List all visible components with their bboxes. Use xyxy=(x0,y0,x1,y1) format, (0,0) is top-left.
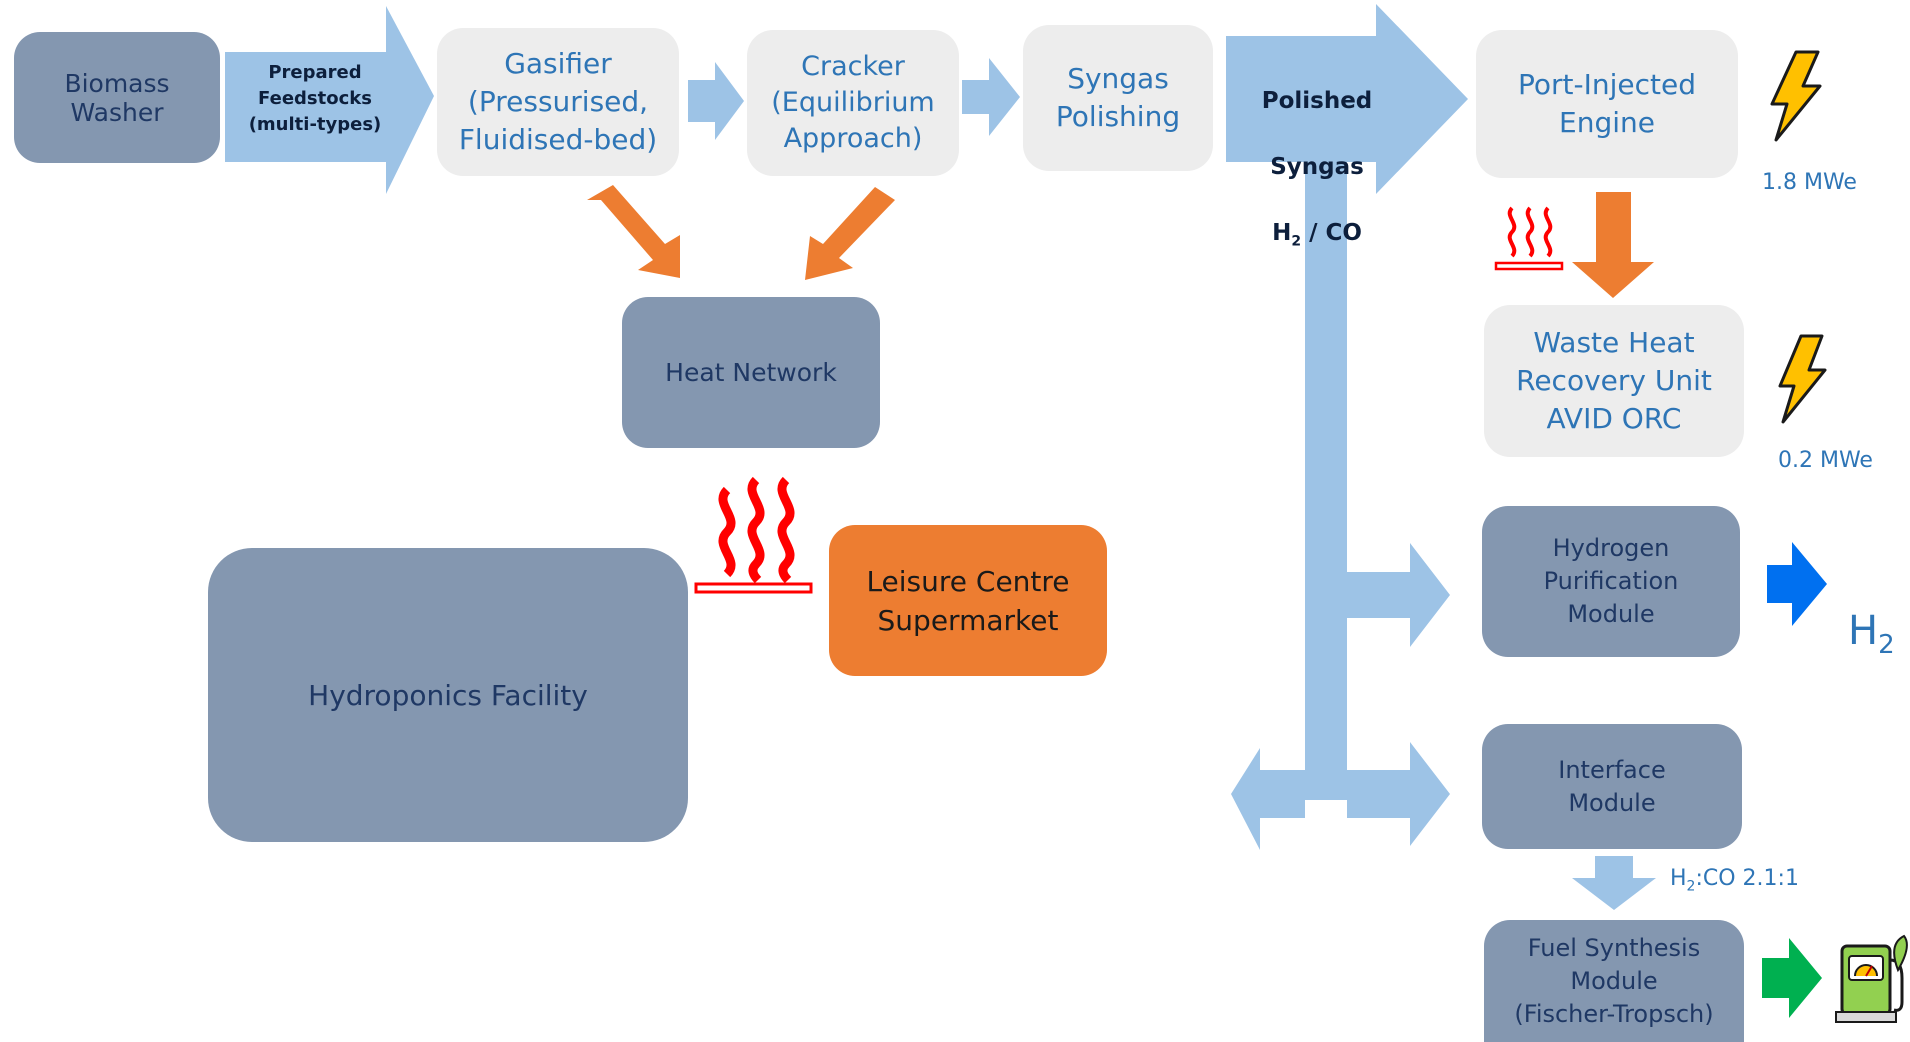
flow-arrow-cracker-polishing xyxy=(962,58,1020,136)
polished-syngas-formula: H2 / CO xyxy=(1272,220,1362,250)
fuel-pump-icon xyxy=(1835,934,1908,1023)
hydrogen-output-arrow xyxy=(1767,542,1827,626)
leisure-centre-label: Leisure Centre Supermarket xyxy=(866,564,1070,637)
prepared-feedstocks-arrow xyxy=(225,6,434,194)
syngas-polishing-box: Syngas Polishing xyxy=(1023,25,1213,171)
polished-syngas-arrow xyxy=(1226,4,1468,194)
interface-module-label: Interface Module xyxy=(1558,755,1666,817)
cracker-box: Cracker (Equilibrium Approach) xyxy=(747,30,959,176)
fuel-output-arrow xyxy=(1762,938,1822,1018)
waste-heat-recovery-box: Waste Heat Recovery Unit AVID ORC xyxy=(1484,305,1744,457)
branch-arrow-left xyxy=(1231,748,1305,850)
polished-syngas-label: Polished Syngas H2 / CO xyxy=(1232,52,1402,292)
interface-module-box: Interface Module xyxy=(1482,724,1742,849)
gasifier-label: Gasifier (Pressurised, Fluidised-bed) xyxy=(458,47,658,156)
heat-arrow-gasifier xyxy=(587,185,680,278)
flow-arrow-interface-fuel xyxy=(1572,856,1656,910)
engine-power-value: 1.8 MWe xyxy=(1762,170,1857,195)
cracker-label: Cracker (Equilibrium Approach) xyxy=(771,51,935,154)
hydroponics-label: Hydroponics Facility xyxy=(308,678,588,712)
syngas-trunk xyxy=(1305,160,1347,800)
h2-co-ratio-label: H2:CO 2.1:1 xyxy=(1670,866,1799,895)
heat-network-box: Heat Network xyxy=(622,297,880,448)
branch-arrow-hydrogen xyxy=(1347,543,1450,647)
lightning-bolt-icon xyxy=(1770,50,1822,142)
heat-arrow-cracker xyxy=(805,187,895,280)
heat-network-label: Heat Network xyxy=(665,358,837,387)
hydrogen-purification-label: Hydrogen Purification Module xyxy=(1543,534,1679,628)
gasifier-box: Gasifier (Pressurised, Fluidised-bed) xyxy=(437,28,679,176)
fuel-synthesis-box: Fuel Synthesis Module (Fischer-Tropsch) xyxy=(1484,920,1744,1042)
waste-heat-recovery-label: Waste Heat Recovery Unit AVID ORC xyxy=(1516,326,1712,435)
hydrogen-output-label: H2 xyxy=(1848,608,1895,660)
polished-syngas-line2: Syngas xyxy=(1270,154,1364,180)
hydroponics-box: Hydroponics Facility xyxy=(208,548,688,842)
syngas-polishing-label: Syngas Polishing xyxy=(1055,62,1181,133)
flow-arrow-gasifier-cracker xyxy=(688,62,744,140)
biomass-washer-label: Biomass Washer xyxy=(64,68,170,127)
hydrogen-purification-box: Hydrogen Purification Module xyxy=(1482,506,1740,657)
prepared-feedstocks-label: Prepared Feedstocks (multi-types) xyxy=(248,62,382,135)
engine-label: Port-Injected Engine xyxy=(1518,68,1696,139)
fuel-synthesis-label: Fuel Synthesis Module (Fischer-Tropsch) xyxy=(1514,933,1714,1028)
heat-arrow-engine xyxy=(1572,192,1654,298)
leisure-centre-box: Leisure Centre Supermarket xyxy=(829,525,1107,676)
branch-arrow-interface xyxy=(1347,742,1450,846)
lightning-bolt-icon xyxy=(1778,334,1827,424)
biomass-washer-box: Biomass Washer xyxy=(14,32,220,163)
heat-waves-icon xyxy=(694,476,813,594)
engine-box: Port-Injected Engine xyxy=(1476,30,1738,178)
heat-waves-icon xyxy=(1494,206,1564,271)
polished-syngas-line1: Polished xyxy=(1261,88,1373,114)
orc-power-value: 0.2 MWe xyxy=(1778,448,1873,473)
